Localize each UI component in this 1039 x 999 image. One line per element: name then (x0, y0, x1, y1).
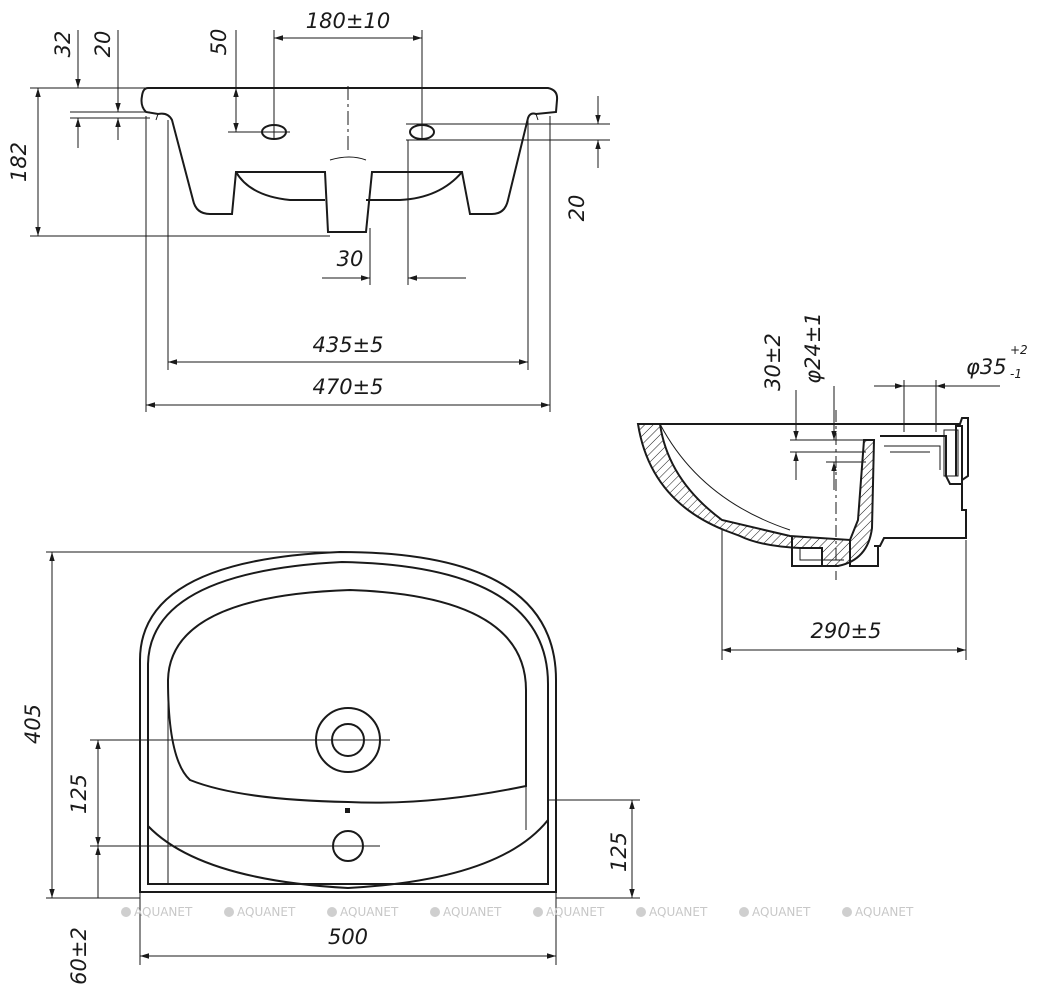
dim-30-2-label: 30±2 (761, 333, 785, 391)
watermark: AQUANET (224, 905, 296, 919)
dim-290-label: 290±5 (810, 619, 881, 643)
watermark-text: AQUANET (752, 905, 811, 919)
watermark-text: AQUANET (443, 905, 502, 919)
dim-500-label: 500 (328, 925, 368, 949)
watermark: AQUANET (739, 905, 811, 919)
side-section-view (636, 410, 969, 580)
dim-35-lower-tol: -1 (1010, 367, 1022, 381)
watermark-logo-icon (739, 907, 749, 917)
watermark-logo-icon (533, 907, 543, 917)
front-view-dimensions: 182 32 20 50 180±10 20 30 435±5 470±5 (7, 9, 610, 412)
dim-35-label: φ35 (966, 355, 1007, 379)
watermark: AQUANET (636, 905, 708, 919)
side-section-dimensions: 30±2 φ24±1 φ35 +2 -1 290±5 (721, 312, 1028, 660)
front-view (140, 86, 559, 233)
watermark: AQUANET (327, 905, 399, 919)
plan-view-dimensions: 405 125 125 500 60±2 (21, 551, 640, 985)
dim-125-left-label: 125 (67, 774, 91, 814)
front-view-bowl-curve (235, 171, 463, 201)
dim-182-label: 182 (7, 142, 31, 182)
watermark-logo-icon (842, 907, 852, 917)
watermark-logo-icon (430, 907, 440, 917)
plan-view-basin (166, 588, 527, 804)
watermark-text: AQUANET (649, 905, 708, 919)
dim-180-label: 180±10 (306, 9, 390, 33)
dim-35-upper-tol: +2 (1010, 343, 1028, 357)
dim-24-label: φ24±1 (801, 312, 825, 384)
dim-405-label: 405 (21, 704, 45, 744)
dim-125-right-label: 125 (607, 832, 631, 872)
watermark-logo-icon (224, 907, 234, 917)
dim-20-label: 20 (91, 31, 115, 58)
watermark-text: AQUANET (855, 905, 914, 919)
watermark-logo-icon (327, 907, 337, 917)
dim-470-label: 470±5 (312, 375, 383, 399)
watermark-logo-icon (636, 907, 646, 917)
dim-435-label: 435±5 (312, 333, 383, 357)
dim-32-label: 32 (51, 31, 75, 58)
watermark: AQUANET (430, 905, 502, 919)
side-section-bowl (638, 417, 969, 547)
watermark-text: AQUANET (237, 905, 296, 919)
watermark-row: AQUANET AQUANET AQUANET AQUANET AQUANET AQUAN… (121, 905, 914, 919)
watermark: AQUANET (121, 905, 193, 919)
front-view-rim (140, 87, 559, 233)
plan-view-outer-contour (139, 550, 557, 893)
dim-right-20-label: 20 (565, 195, 589, 222)
dim-50-label: 50 (207, 29, 231, 56)
watermark: AQUANET (533, 905, 605, 919)
watermark-logo-icon (121, 907, 131, 917)
dim-60-label: 60±2 (67, 927, 91, 985)
watermark-text: AQUANET (340, 905, 399, 919)
watermark-text: AQUANET (134, 905, 193, 919)
watermark: AQUANET (842, 905, 914, 919)
dim-30-label: 30 (337, 247, 364, 271)
plan-view (139, 550, 557, 893)
watermark-text: AQUANET (546, 905, 605, 919)
